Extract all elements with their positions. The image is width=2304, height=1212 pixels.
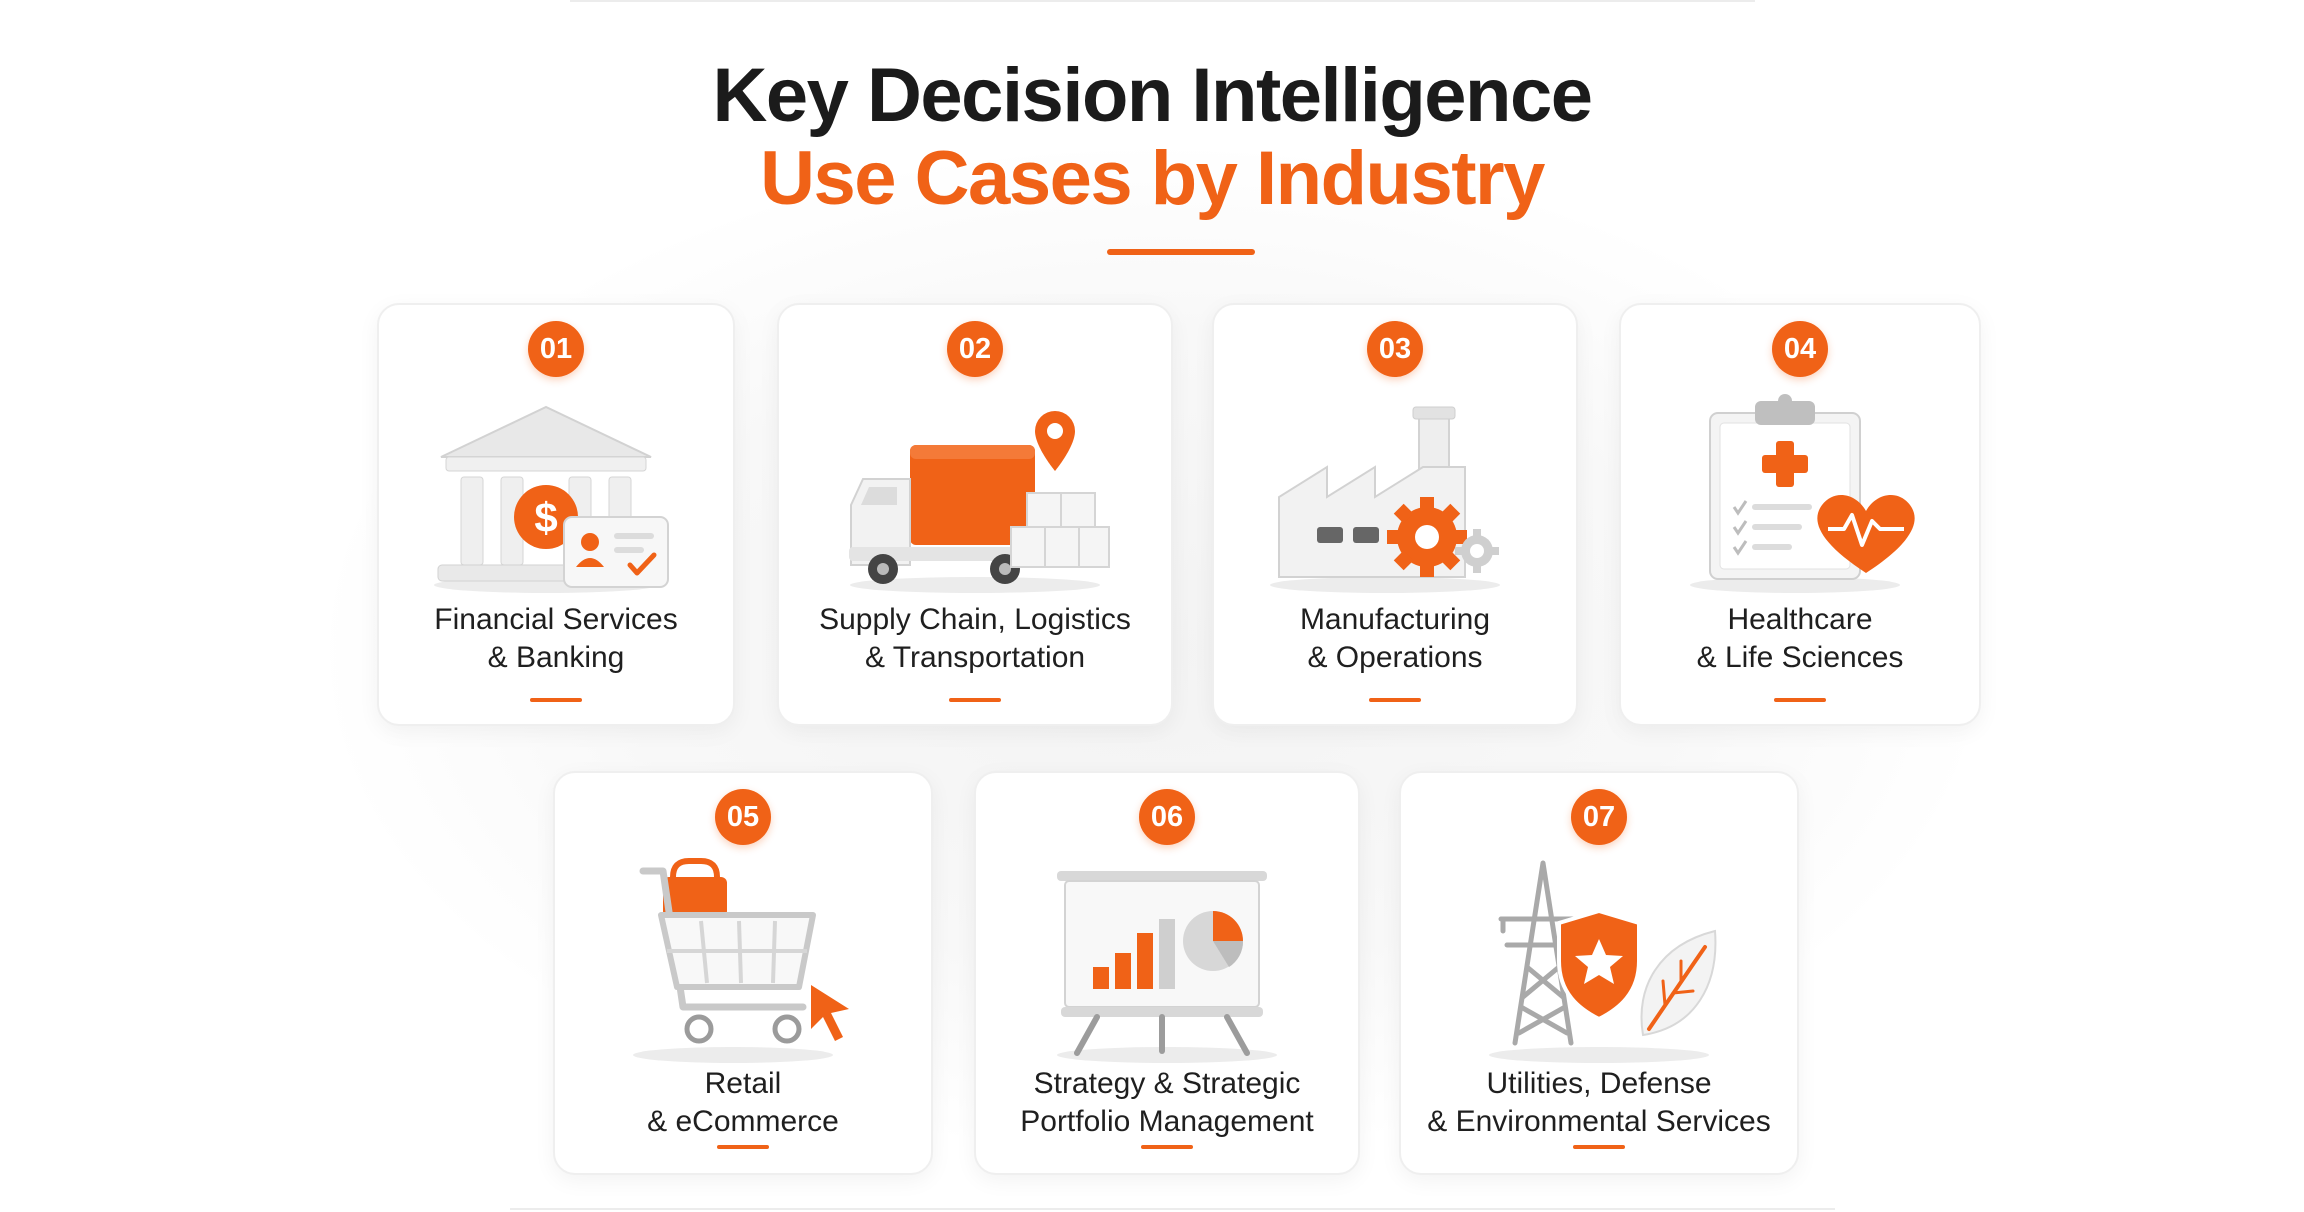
- card-label-line2: & Life Sciences: [1696, 641, 1904, 674]
- card-healthcare: 04 Healthcare & Life Sciences: [1619, 303, 1981, 726]
- card-label-line1: Financial Services: [434, 603, 678, 636]
- card-label-line1: Healthcare: [1727, 603, 1873, 636]
- title-underline: [1107, 249, 1255, 255]
- card-accent-line: [1369, 698, 1421, 702]
- presentation-board-chart-icon: [1057, 871, 1277, 1063]
- card-manufacturing: 03 Manufacturing & Op: [1212, 303, 1578, 726]
- card-label-line2: & Environmental Services: [1427, 1105, 1771, 1138]
- card-accent-line: [949, 698, 1001, 702]
- card-label-line1: Utilities, Defense: [1486, 1067, 1712, 1100]
- bottom-divider: [510, 1208, 1835, 1210]
- bank-dollar-icon: $: [434, 405, 669, 593]
- card-accent-line: [717, 1145, 769, 1149]
- card-number-badge: 05: [715, 789, 771, 845]
- power-tower-shield-leaf-icon: [1489, 860, 1717, 1063]
- card-label-line1: Supply Chain, Logistics: [819, 603, 1131, 636]
- card-financial-services: 01 $ Financial Services & Banking: [377, 303, 735, 726]
- card-accent-line: [1141, 1145, 1193, 1149]
- factory-gear-icon: [1270, 406, 1500, 593]
- card-number-badge: 07: [1571, 789, 1627, 845]
- card-accent-line: [1573, 1145, 1625, 1149]
- card-retail: 05 Retail & eCommerce: [553, 771, 933, 1175]
- shopping-cart-icon: [633, 858, 849, 1063]
- card-number-badge: 02: [947, 321, 1003, 377]
- card-label-line2: & eCommerce: [647, 1105, 839, 1138]
- top-divider: [570, 0, 1755, 2]
- card-supply-chain: 02 Supply Chain, Logistics & Transportat…: [777, 303, 1173, 726]
- delivery-truck-icon: [849, 411, 1110, 593]
- card-accent-line: [530, 698, 582, 702]
- card-label-line1: Manufacturing: [1299, 603, 1491, 636]
- card-accent-line: [1774, 698, 1826, 702]
- card-label-line2: & Transportation: [864, 641, 1086, 674]
- card-number-badge: 03: [1367, 321, 1423, 377]
- card-label-line2: Portfolio Management: [1020, 1105, 1314, 1138]
- card-number-badge: 01: [528, 321, 584, 377]
- card-number-badge: 04: [1772, 321, 1828, 377]
- card-strategy: 06 Strategy & Strategic Portfolio Manage…: [974, 771, 1360, 1175]
- card-label-line2: & Operations: [1307, 641, 1483, 674]
- medical-clipboard-heart-icon: [1690, 394, 1915, 593]
- page-title: Key Decision Intelligence: [712, 53, 1593, 138]
- card-label-line2: & Banking: [487, 641, 625, 674]
- card-label-line1: Strategy & Strategic: [1033, 1067, 1301, 1100]
- page-subtitle: Use Cases by Industry: [760, 136, 1545, 221]
- card-utilities: 07 Utilities, Defense & Environmental Se…: [1399, 771, 1799, 1175]
- svg-text:$: $: [534, 494, 557, 541]
- card-number-badge: 06: [1139, 789, 1195, 845]
- card-label-line1: Retail: [704, 1067, 782, 1100]
